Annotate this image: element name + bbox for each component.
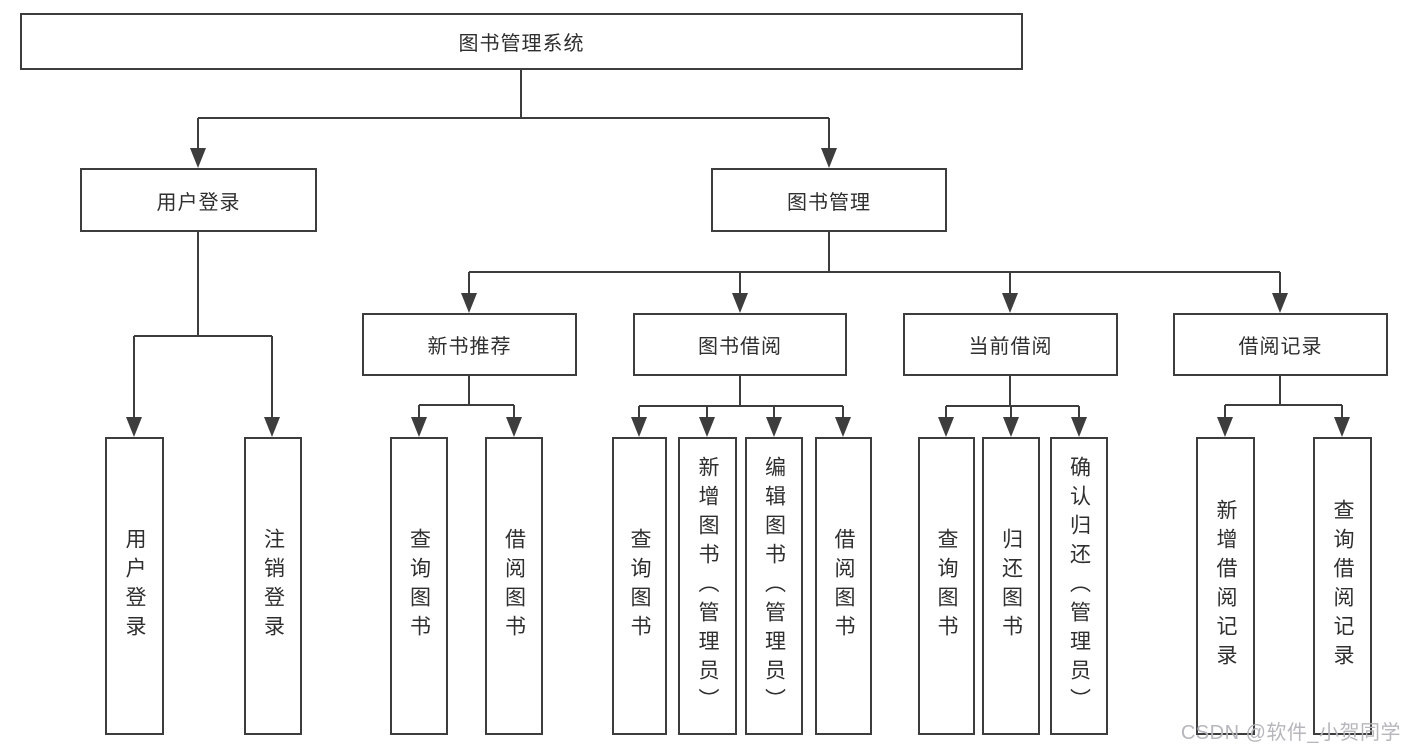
leaf-borrow-books-recommend: 借阅图书 [485, 437, 543, 735]
leaf-return-book: 归还图书 [982, 437, 1040, 735]
leaf-query-borrow-record: 查询借阅记录 [1313, 437, 1372, 735]
node-book-management: 图书管理 [711, 168, 947, 232]
leaf-borrow-books: 借阅图书 [815, 437, 872, 735]
leaf-query-books-current: 查询图书 [918, 437, 975, 735]
leaf-add-borrow-record: 新增借阅记录 [1196, 437, 1255, 735]
leaf-confirm-return-admin: 确认归还（管理员） [1050, 437, 1108, 735]
leaf-user-login: 用户登录 [105, 437, 164, 735]
node-current-borrow: 当前借阅 [903, 313, 1118, 376]
node-new-book-recommend: 新书推荐 [362, 313, 577, 376]
leaf-query-books-borrow: 查询图书 [612, 437, 667, 735]
node-book-borrow: 图书借阅 [633, 313, 847, 376]
leaf-add-book-admin: 新增图书（管理员） [678, 437, 737, 735]
leaf-logout: 注销登录 [244, 437, 302, 735]
leaf-query-books-recommend: 查询图书 [390, 437, 448, 735]
leaf-edit-book-admin: 编辑图书（管理员） [745, 437, 803, 735]
node-library-system: 图书管理系统 [20, 13, 1023, 70]
node-user-login: 用户登录 [80, 168, 317, 232]
node-borrow-records: 借阅记录 [1173, 313, 1388, 376]
arrowheads [126, 148, 1350, 437]
csdn-watermark: CSDN @软件_小贺同学 [1180, 722, 1401, 744]
